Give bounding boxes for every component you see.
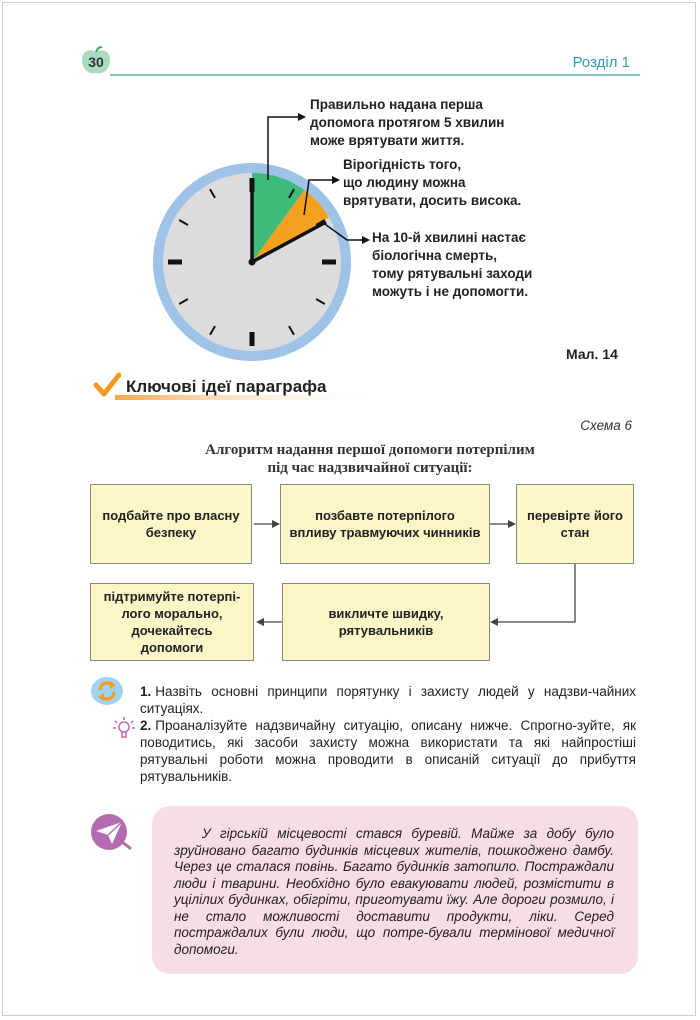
step-check-state: перевірте його стан: [516, 484, 634, 564]
paper-plane-icon: [91, 814, 132, 850]
lightbulb-icon: [113, 717, 135, 738]
refresh-icon: [91, 677, 123, 705]
key-ideas-underline: [115, 395, 385, 400]
page-number: 30: [88, 54, 104, 70]
header-divider: [110, 74, 640, 76]
question-2-number: 2.: [140, 718, 152, 733]
clock-tick: [315, 219, 326, 226]
checkmark-icon: [93, 372, 121, 397]
note-pointers: [267, 113, 370, 244]
step-own-safety: подбайте про власну безпеку: [90, 484, 252, 564]
question-2-text: Проаналізуйте надзвичайну ситуацію, опис…: [140, 718, 636, 784]
orange-sector: [252, 190, 330, 262]
section-title: Розділ 1: [572, 54, 630, 71]
clock-note-5-min: Правильно надана перша допомога протягом…: [310, 97, 505, 148]
question-1: 1.Назвіть основні принципи порятунку і з…: [140, 683, 636, 717]
clock-tick: [288, 188, 295, 199]
question-1-text: Назвіть основні принципи порятунку і зах…: [140, 684, 636, 716]
step-remove-factors: позбавте потерпілого впливу травмуючих ч…: [280, 484, 490, 564]
clock-note-10-min: На 10-й хвилині настає біологічна смерть…: [372, 230, 533, 299]
hour-hand: [251, 220, 327, 264]
step-support-victim: підтримуйте потерпі- лого морально, доче…: [90, 583, 254, 661]
algorithm-title: Алгоритм надання першої допомоги потерпі…: [205, 442, 535, 476]
figure-label: Мал. 14: [566, 346, 618, 362]
clock-tick: [178, 219, 189, 226]
step-call-rescue: викличте швидку, рятувальників: [282, 583, 490, 661]
clock-note-probability: Вірогідність того, що людину можна вряту…: [343, 157, 522, 208]
clock-tick: [315, 298, 326, 305]
clock-tick: [288, 325, 295, 336]
clock-tick: [178, 298, 189, 305]
apple-badge-icon: [82, 46, 110, 74]
situation-story: У гірській місцевості стався буревій. Ма…: [152, 806, 638, 974]
flow-arrows: [254, 520, 576, 626]
question-2: 2.Проаналізуйте надзвичайну ситуацію, оп…: [140, 717, 636, 785]
key-ideas-title: Ключові ідеї параграфа: [126, 377, 327, 396]
clock-tick: [209, 325, 216, 336]
clock-figure: [153, 163, 351, 361]
clock-tick: [209, 188, 216, 199]
question-1-number: 1.: [140, 684, 152, 699]
scheme-label: Схема 6: [580, 418, 632, 433]
